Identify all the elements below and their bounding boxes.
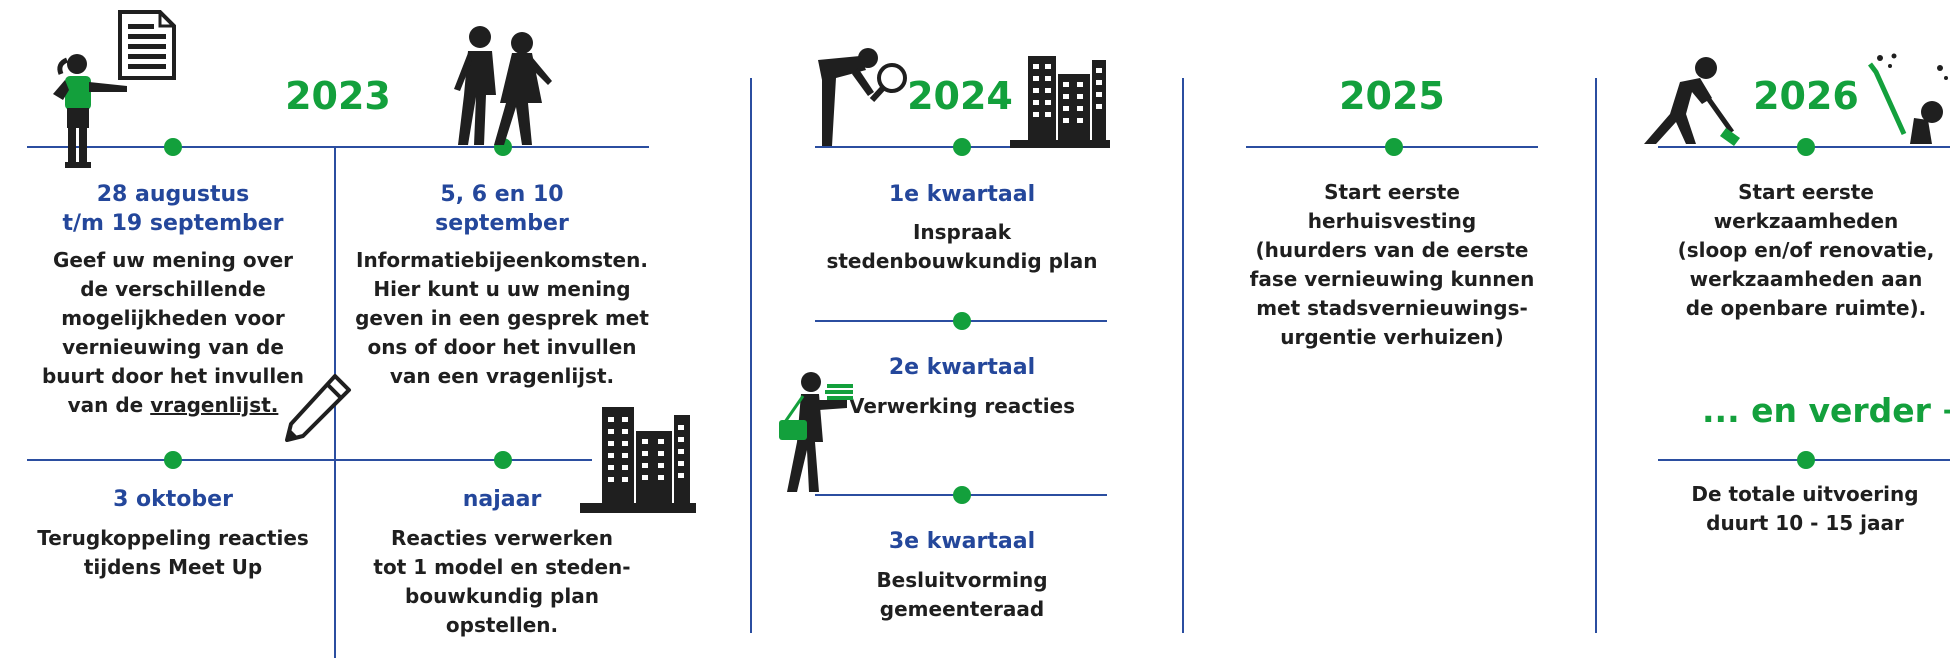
milestone-dot xyxy=(1385,138,1403,156)
buildings-icon xyxy=(580,407,696,513)
buildings-2024-icon xyxy=(1010,56,1110,148)
milestone-dot xyxy=(953,312,971,330)
milestone-date: 5, 6 en 10 september xyxy=(435,182,569,236)
man-sweeping-icon xyxy=(1868,53,1948,144)
man-carrying-papers-icon xyxy=(779,372,853,492)
vragenlijst-link[interactable]: vragenlijst. xyxy=(150,393,279,417)
milestone-dot xyxy=(1797,451,1815,469)
milestone-description: Start eerste herhuisvesting (huurders va… xyxy=(1249,180,1535,349)
year-2026-heading: 2026 xyxy=(1753,74,1859,118)
walking-couple-icon xyxy=(454,26,552,145)
milestone-dot xyxy=(164,451,182,469)
divider-2025-2026 xyxy=(1595,78,1597,633)
milestone-description: Start eerste werkzaamheden (sloop en/of … xyxy=(1677,180,1935,320)
milestone-dot xyxy=(164,138,182,156)
milestone-date: 28 augustus t/m 19 september xyxy=(62,182,284,236)
milestone-dot xyxy=(953,138,971,156)
man-digging-icon xyxy=(1644,57,1740,146)
quarter-label: 2e kwartaal xyxy=(888,355,1036,380)
man-magnifier-icon xyxy=(818,48,907,146)
milestone-description: Terugkoppeling reacties tijdens Meet Up xyxy=(37,526,309,579)
milestone-date: 3 oktober xyxy=(113,487,233,512)
milestone-dot xyxy=(953,486,971,504)
timeline-2023-bottom-line xyxy=(27,459,592,461)
year-2024-heading: 2024 xyxy=(907,74,1013,118)
divider-2023-2024 xyxy=(750,78,752,633)
document-icon xyxy=(118,10,176,80)
milestone-description: Geef uw mening over de verschillende mog… xyxy=(41,248,304,417)
quarter-description: Verwerking reacties xyxy=(848,394,1076,418)
milestone-dot xyxy=(1797,138,1815,156)
pencil-icon xyxy=(285,374,351,442)
year-2025-heading: 2025 xyxy=(1339,74,1445,118)
woman-document-icon xyxy=(53,54,127,168)
milestone-dot xyxy=(494,451,512,469)
and-further-label: ... en verder → xyxy=(1702,391,1950,430)
quarter-label: 3e kwartaal xyxy=(888,529,1036,554)
milestone-description: Informatiebijeenkomsten. Hier kunt u uw … xyxy=(355,248,649,388)
milestone-date: najaar xyxy=(462,487,542,512)
milestone-description: Reacties verwerken tot 1 model en steden… xyxy=(373,526,631,637)
quarter-description: Inspraak stedenbouwkundig plan xyxy=(826,220,1098,273)
year-2023-heading: 2023 xyxy=(285,74,391,118)
timeline-2023-top-line xyxy=(27,146,649,148)
quarter-description: Besluitvorming gemeenteraad xyxy=(876,568,1048,621)
divider-2024-2025 xyxy=(1182,78,1184,633)
quarter-label: 1e kwartaal xyxy=(888,182,1036,207)
milestone-description: De totale uitvoering duurt 10 - 15 jaar xyxy=(1691,482,1919,535)
